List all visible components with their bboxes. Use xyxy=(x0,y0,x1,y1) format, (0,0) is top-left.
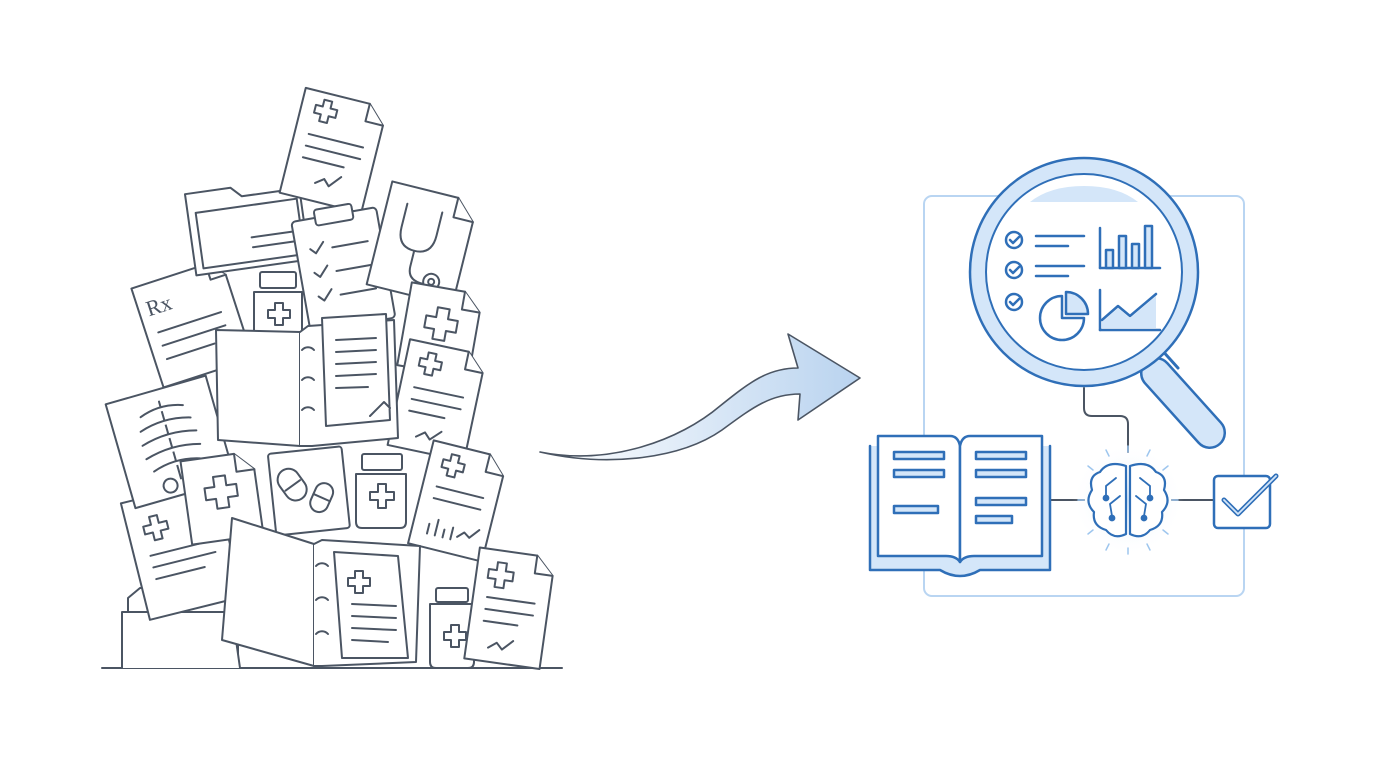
binder-icon xyxy=(215,313,399,447)
stethoscope-icon xyxy=(365,180,474,307)
analysis-composition xyxy=(868,156,1279,597)
pills-icon xyxy=(267,445,351,537)
brain-icon xyxy=(1072,444,1184,556)
xray-icon xyxy=(104,374,237,510)
chart-document-icon xyxy=(407,439,505,563)
checklist-icon xyxy=(1004,230,1086,312)
open-book-icon xyxy=(868,434,1052,578)
document-pile: Rx xyxy=(101,86,563,671)
checkmark-box-icon xyxy=(1212,473,1279,530)
curved-arrow-icon xyxy=(539,333,861,461)
medical-record-icon xyxy=(278,86,384,214)
bar-chart-icon xyxy=(1098,224,1162,270)
medical-record-icon xyxy=(463,546,554,671)
pill-bottle-icon xyxy=(355,453,407,529)
pie-chart-icon xyxy=(1038,290,1090,342)
folder-icon xyxy=(183,186,311,277)
line-chart-icon xyxy=(1098,288,1162,332)
binder-icon xyxy=(221,517,421,667)
chart-document-icon xyxy=(386,338,484,463)
folder-icon xyxy=(121,587,241,669)
